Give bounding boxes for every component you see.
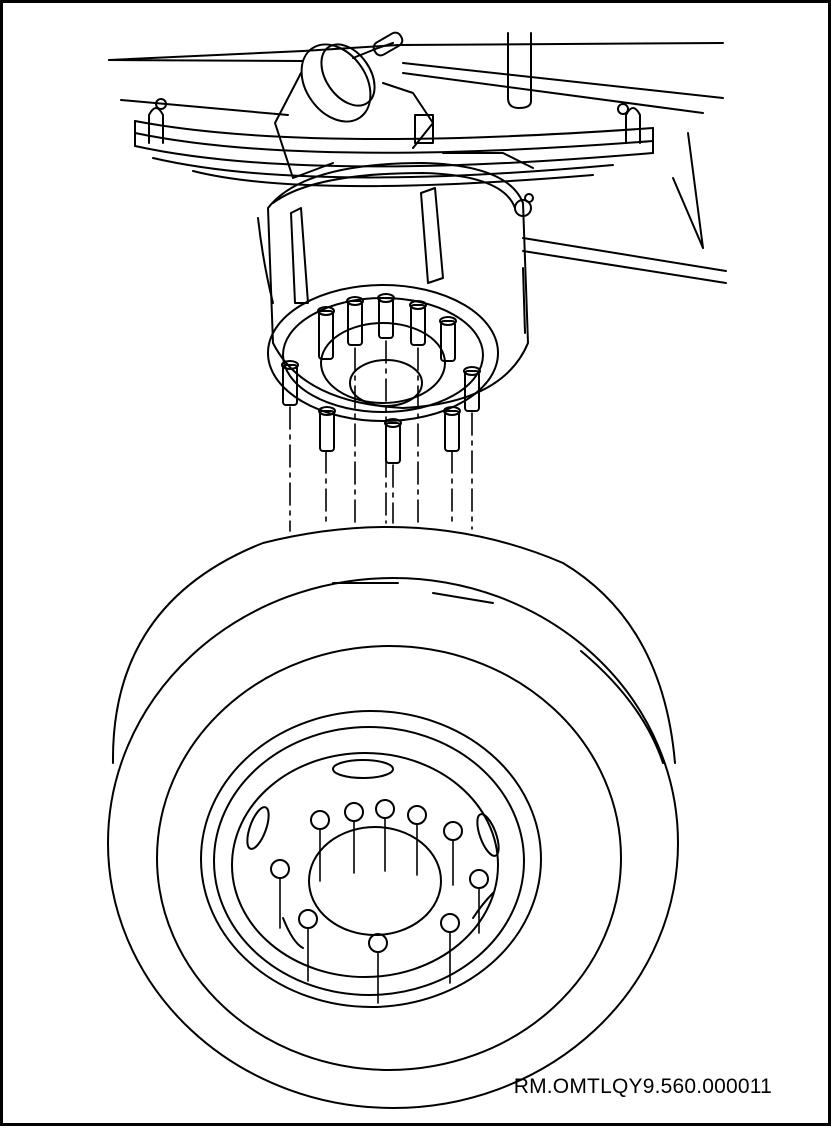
alignment-lines [289, 340, 473, 532]
wheel-installation-illustration [107, 31, 727, 1109]
figure-reference-code: RM.OMTLQY9.560.000011 [513, 1075, 772, 1098]
stud-hole-6 [270, 859, 290, 879]
stud-4 [377, 293, 395, 339]
stud-hole-8 [298, 909, 318, 929]
hole-position-lines [279, 817, 480, 1004]
stud-hole-2 [344, 802, 364, 822]
stud-7 [463, 366, 481, 412]
wheel-rim [200, 710, 542, 1008]
stud-9 [384, 418, 402, 464]
stud-2 [317, 306, 335, 360]
tire [107, 526, 679, 1109]
stud-6 [439, 316, 457, 362]
stud-10 [443, 406, 461, 452]
stud-holes [270, 799, 489, 953]
stud-hole-7 [469, 869, 489, 889]
stud-1 [281, 360, 299, 406]
stud-8 [318, 406, 336, 452]
chassis-frame [108, 32, 727, 284]
stud-hole-1 [310, 810, 330, 830]
stud-5 [409, 300, 427, 346]
stud-hole-4 [407, 805, 427, 825]
stud-hole-5 [443, 821, 463, 841]
stud-hole-10 [440, 913, 460, 933]
wheel-studs [281, 293, 481, 464]
leaf-spring [120, 98, 654, 188]
stud-hole-9 [368, 933, 388, 953]
hub-drum [257, 162, 534, 422]
stud-3 [346, 296, 364, 346]
brake-chamber [274, 31, 534, 179]
stud-hole-3 [375, 799, 395, 819]
